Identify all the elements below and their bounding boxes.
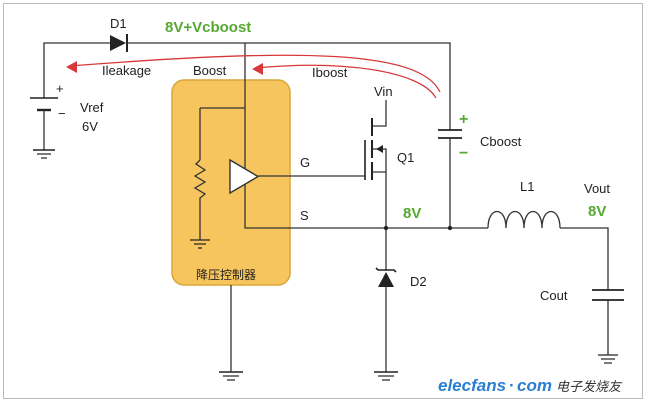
watermark-site: elecfans xyxy=(438,376,506,395)
d1-diode-symbol xyxy=(110,35,126,51)
s-pin-label: S xyxy=(300,208,309,223)
wire-inductor-to-vout xyxy=(560,227,609,290)
ileakage-current-path xyxy=(69,54,441,93)
controller-label: 降压控制器 xyxy=(196,268,256,282)
vin-label: Vin xyxy=(374,84,393,99)
g-pin-label: G xyxy=(300,155,310,170)
d1-label: D1 xyxy=(110,16,127,31)
node-junction-d2 xyxy=(383,225,389,231)
q1-source-body-link xyxy=(372,148,387,173)
iboost-label: Iboost xyxy=(312,65,348,80)
iboost-current-path xyxy=(255,64,437,99)
cboost-label: Cboost xyxy=(480,134,522,149)
d2-diode-bar xyxy=(375,267,397,273)
wire-vref-to-d1 xyxy=(43,42,110,98)
d2-label: D2 xyxy=(410,274,427,289)
watermark-cn: 电子发烧友 xyxy=(556,379,623,394)
iboost-arrowhead xyxy=(252,63,263,75)
vref-plus-sign: + xyxy=(56,81,64,96)
watermark-dot: · xyxy=(509,376,515,395)
vref-value-label: 6V xyxy=(82,119,98,134)
cboost-minus-sign: − xyxy=(459,145,468,162)
q1-label: Q1 xyxy=(397,150,414,165)
watermark-com: com xyxy=(517,376,552,395)
boost-pin-label: Boost xyxy=(193,63,227,78)
diagram-frame xyxy=(3,3,643,399)
vout-value-label: 8V xyxy=(588,203,606,220)
ileakage-label: Ileakage xyxy=(102,63,151,78)
resistor-symbol xyxy=(193,159,207,240)
wire-boost-rail xyxy=(127,42,451,130)
boost-voltage-label: 8V+Vcboost xyxy=(165,19,251,36)
cboost-plus-sign: + xyxy=(459,111,468,128)
driver-amplifier-triangle xyxy=(229,158,260,195)
l1-label: L1 xyxy=(520,179,534,194)
vref-label: Vref xyxy=(80,100,104,115)
vout-label: Vout xyxy=(584,181,610,196)
ileakage-arrowhead xyxy=(66,61,77,73)
d2-diode-symbol xyxy=(378,272,394,287)
node-junction-cboost xyxy=(447,225,453,231)
wire-vin-to-drain xyxy=(372,100,387,127)
wire-boost-pin-to-switch-node xyxy=(244,43,450,229)
inductor-l1-coil xyxy=(487,210,561,229)
switch-node-voltage-label: 8V xyxy=(403,205,421,222)
vref-minus-sign: − xyxy=(58,106,66,121)
cout-label: Cout xyxy=(540,288,568,303)
q1-arrow xyxy=(376,145,383,153)
